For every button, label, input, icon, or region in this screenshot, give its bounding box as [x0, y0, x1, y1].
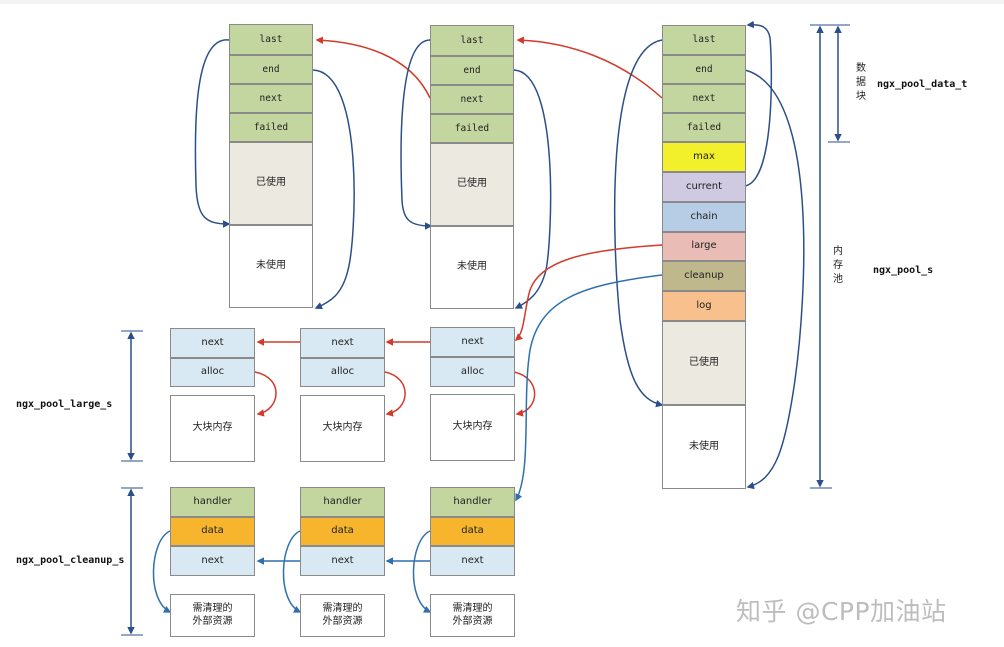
large-alloc-hook-1 — [254, 371, 277, 417]
cleanup-external-resource: 需清理的 外部资源 — [170, 594, 255, 637]
large-pointer — [514, 244, 663, 341]
pool-main-log-field: log — [662, 291, 746, 321]
pool-second-unused-area: 未使用 — [430, 226, 514, 309]
cleanup-pointer — [515, 274, 663, 502]
pool-second-failed-field: failed — [430, 114, 514, 143]
large-block-memory: 大块内存 — [170, 395, 255, 462]
pool-first-end-field: end — [229, 55, 313, 84]
cleanup-next-field: next — [170, 546, 255, 576]
cleanup-data-hook-2 — [282, 530, 302, 613]
pool-first-last-field: last — [229, 24, 313, 55]
large-block-memory: 大块内存 — [300, 395, 385, 462]
pool-second-used-area: 已使用 — [430, 143, 514, 226]
cleanup-data-field: data — [300, 517, 385, 546]
pool-first-failed-field: failed — [229, 113, 313, 142]
large-block-next-field: next — [170, 328, 255, 358]
cleanup-handler-field: handler — [430, 487, 515, 517]
pool-second-end-field: end — [430, 56, 514, 85]
top-edge — [0, 0, 1004, 4]
large-block-next-field: next — [300, 328, 385, 358]
pool-main-failed-field: failed — [662, 113, 746, 142]
cleanup-handler-field: handler — [300, 487, 385, 517]
large-block-alloc-field: alloc — [300, 358, 385, 387]
cleanup-resource-line1: 需清理的 — [322, 603, 363, 614]
main-current-pointer — [744, 20, 773, 187]
cleanup-next-field: next — [300, 546, 385, 576]
cleanup-data-hook-1 — [152, 530, 172, 613]
pool-main-end-field: end — [662, 55, 746, 84]
pool-main-large-field: large — [662, 232, 746, 261]
large-block-alloc-field: alloc — [170, 358, 255, 387]
large-block-memory: 大块内存 — [430, 394, 515, 461]
large-alloc-hook-3 — [513, 371, 536, 417]
ngx-pool-s-label: ngx_pool_s — [873, 265, 934, 276]
second-last-pointer — [400, 39, 433, 230]
pool-second-next-field: next — [430, 85, 514, 114]
pool-main-last-field: last — [662, 25, 746, 55]
pool-next-arrow-second-to-first — [315, 36, 431, 99]
cleanup-external-resource: 需清理的 外部资源 — [430, 594, 515, 637]
cleanup-resource-line2: 外部资源 — [322, 615, 363, 627]
cleanup-resource-line2: 外部资源 — [192, 615, 233, 627]
data-block-label: 数据块 — [856, 63, 866, 102]
pool-first-next-field: next — [229, 84, 313, 113]
large-block-next-field: next — [430, 327, 515, 357]
pool-main-chain-field: chain — [662, 202, 746, 232]
large-alloc-hook-2 — [384, 371, 406, 417]
pool-main-next-field: next — [662, 84, 746, 113]
cleanup-data-field: data — [430, 517, 515, 546]
first-last-pointer — [194, 39, 231, 228]
pool-main-current-field: current — [662, 172, 746, 202]
pool-first-unused-area: 未使用 — [229, 225, 313, 308]
cleanup-resource-line1: 需清理的 — [452, 603, 493, 614]
pool-second-last-field: last — [430, 25, 514, 56]
cleanup-data-field: data — [170, 517, 255, 546]
cleanup-resource-line2: 外部资源 — [452, 615, 493, 627]
second-end-pointer — [513, 69, 552, 309]
main-last-pointer — [613, 39, 664, 408]
pool-main-cleanup-field: cleanup — [662, 261, 746, 291]
pool-first-used-area: 已使用 — [229, 142, 313, 225]
watermark-text: 知乎 @CPP加油站 — [736, 597, 947, 626]
ngx-pool-large-s-label: ngx_pool_large_s — [16, 399, 113, 410]
pool-main-used-area: 已使用 — [662, 321, 746, 405]
cleanup-resource-line1: 需清理的 — [192, 603, 233, 614]
main-end-pointer — [744, 69, 805, 490]
cleanup-external-resource: 需清理的 外部资源 — [300, 594, 385, 637]
cleanup-handler-field: handler — [170, 487, 255, 517]
cleanup-next-field: next — [430, 546, 515, 576]
pool-next-arrow-main-to-second — [516, 36, 663, 99]
pool-main-max-field: max — [662, 142, 746, 172]
first-end-pointer — [312, 69, 355, 310]
ngx-pool-data-t-label: ngx_pool_data_t — [877, 79, 968, 90]
memory-pool-label: 内存池 — [833, 246, 843, 285]
ngx-pool-cleanup-s-label: ngx_pool_cleanup_s — [16, 555, 125, 566]
large-block-alloc-field: alloc — [430, 357, 515, 387]
pool-main-unused-area: 未使用 — [662, 405, 746, 489]
cleanup-data-hook-3 — [412, 530, 432, 613]
